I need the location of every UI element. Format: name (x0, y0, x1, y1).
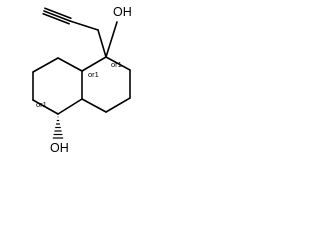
spiro-diol-structure: OH OH or1 or1 or1 (32, 5, 132, 155)
left-ring (32, 57, 83, 115)
stereo-label-spiro: or1 (88, 70, 99, 79)
propargyl-chain (42, 7, 107, 58)
hydroxyl-top-label: OH (113, 5, 132, 19)
stereo-label-bottom: or1 (36, 100, 47, 109)
bond-top-hydroxyl (105, 21, 118, 58)
hydroxyl-bottom-label: OH (50, 141, 69, 155)
right-ring (81, 56, 131, 113)
hashed-wedge-bottom (52, 116, 64, 139)
stereo-label-top: or1 (111, 60, 122, 69)
